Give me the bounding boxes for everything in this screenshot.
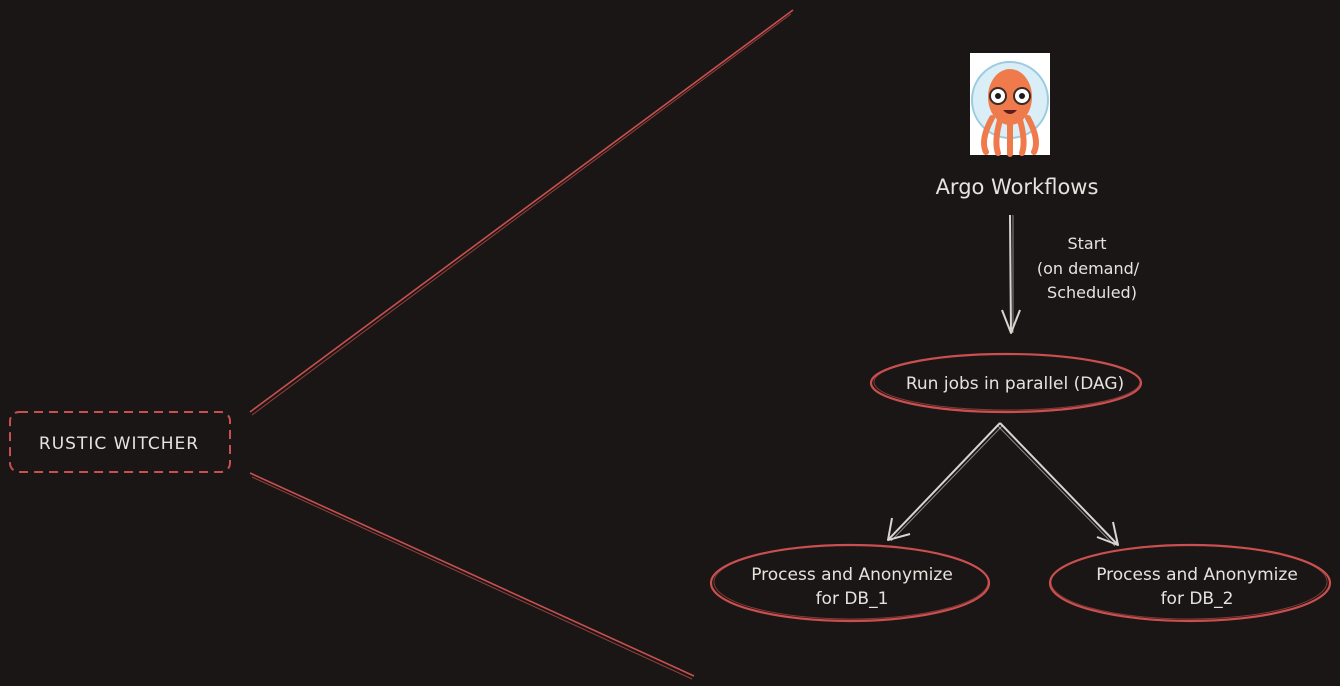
process-node-db1[interactable]: Process and Anonymize for DB_1 <box>709 543 991 623</box>
argo-octopus-mascot-icon <box>970 53 1050 157</box>
zoom-line-bottom-sketch <box>251 476 693 680</box>
process-node-db1-line-2: for DB_1 <box>816 589 889 609</box>
dag-node[interactable]: Run jobs in parallel (DAG) <box>869 352 1143 414</box>
zoom-line-bottom <box>249 472 695 677</box>
zoom-line-top-sketch <box>251 13 792 416</box>
zoom-line-top <box>249 9 794 413</box>
group-label: RUSTIC WITCHER <box>39 434 199 454</box>
branch-arrow-right <box>996 422 1119 547</box>
start-label-line-1: Start <box>1067 234 1106 253</box>
process-node-db1-line-1: Process and Anonymize <box>751 565 953 585</box>
process-node-db2-line-2: for DB_2 <box>1161 589 1234 609</box>
start-label-line-3: Scheduled) <box>1047 283 1137 302</box>
start-label-line-2: (on demand/ <box>1037 259 1140 278</box>
zoom-lines <box>249 9 794 680</box>
process-node-db2[interactable]: Process and Anonymize for DB_2 <box>1048 543 1332 623</box>
dag-node-label: Run jobs in parallel (DAG) <box>906 374 1124 394</box>
group-box[interactable]: RUSTIC WITCHER <box>9 411 231 473</box>
branch-arrow-left <box>887 422 1004 542</box>
logo-title: Argo Workflows <box>936 175 1099 199</box>
start-arrow <box>1001 214 1021 334</box>
process-node-db2-line-1: Process and Anonymize <box>1096 565 1298 585</box>
